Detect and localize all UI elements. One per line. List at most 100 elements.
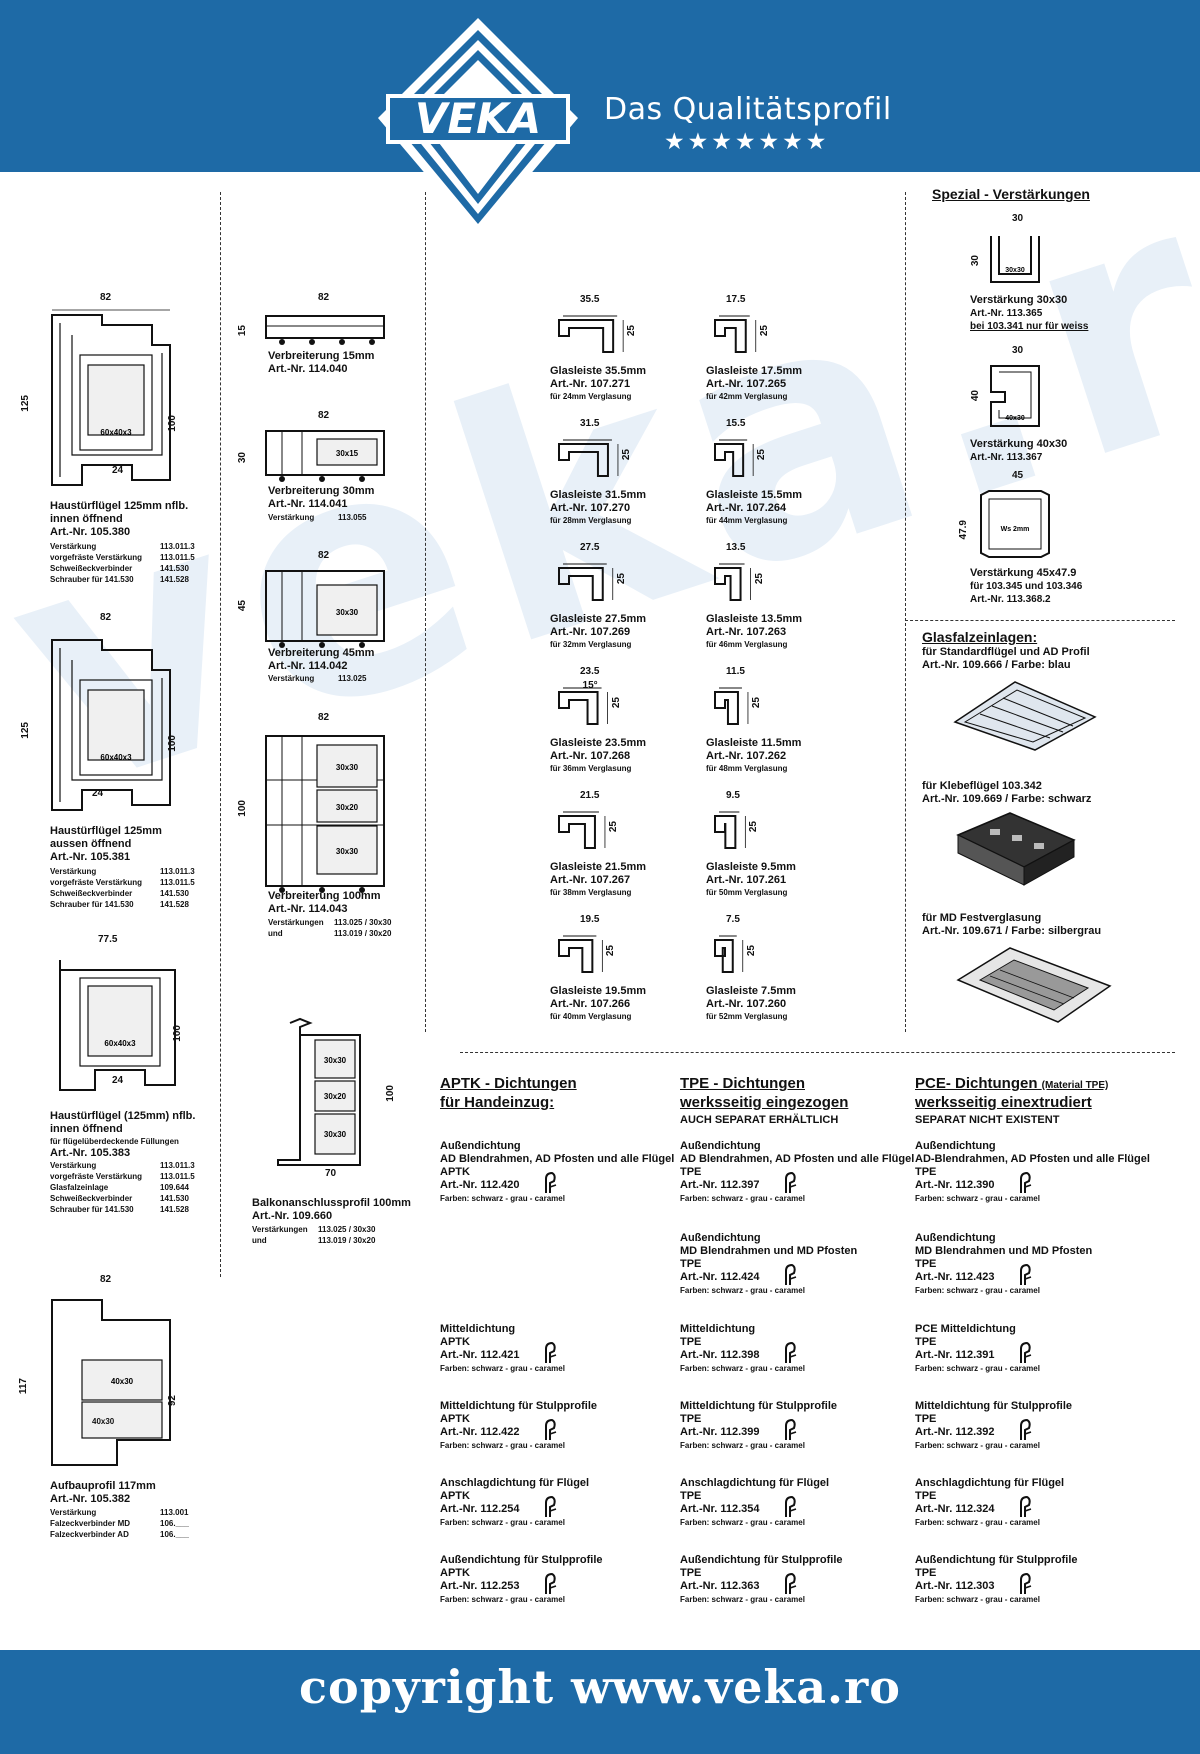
seal-profile-icon [785,1495,797,1517]
dim-width: 77.5 [98,934,118,945]
dim-height: 30 [970,255,981,267]
box-label: 60x40x3 [104,1039,136,1048]
box-label: 30x20 [324,1092,347,1101]
seal-profile-icon [545,1341,557,1363]
dim-24: 24 [112,465,124,476]
veka-logo-text: VEKA [415,94,541,143]
glasfalz-title: Glasfalzeinlagen: [922,629,1038,645]
seal-profile-icon [785,1572,797,1594]
profile-drawing [265,315,385,345]
dim-height: 30 [237,452,248,464]
box-label: 30x30 [324,1130,347,1139]
box-label: 30x30 [1005,267,1025,274]
seal-profile-icon [545,1495,557,1517]
dim-width: 15.5 [726,418,746,429]
box-label: 40x30 [111,1377,134,1386]
dim-width: 21.5 [580,790,600,801]
divider-col2 [425,192,426,1032]
header-band [0,0,1200,172]
divider-seals [460,1052,1175,1053]
dim-width: 17.5 [726,294,746,305]
dim-height: 25 [610,697,622,709]
glass-bead-drawing [714,935,744,973]
dim-width: 9.5 [726,790,740,801]
dim-width: 30 [1012,345,1024,356]
seal-column-subtitle: für Handeinzug: [440,1094,555,1111]
dim-width: 82 [318,292,330,303]
glass-bead-drawing [714,439,754,477]
seal-column-note: SEPARAT NICHT EXISTENT [915,1114,1060,1126]
quality-stars: ★★★★★★★ [664,128,830,154]
dim-height: 25 [756,449,768,461]
glazing-insert-black-image [956,812,1076,886]
profile-drawing: 60x40x3 [51,639,171,811]
divider-col1 [220,192,221,1277]
dim-width: 30 [1012,213,1024,224]
glass-bead-drawing [714,811,746,849]
seal-profile-icon [785,1171,797,1193]
dim-height: 25 [607,821,619,833]
box-label: 60x40x3 [100,753,132,762]
dim-height: 15 [237,325,248,337]
dim-height: 25 [615,573,627,585]
glass-bead-drawing [714,687,749,725]
glass-bead-drawing [714,563,751,601]
veka-logo: VEKA [378,18,578,236]
seal-column-title: TPE - Dichtungen [680,1075,805,1092]
glass-bead-drawing [558,935,603,973]
dim-width: 82 [318,712,330,723]
special-drawing: 30x30 [990,236,1040,283]
dim-24: 24 [92,788,104,799]
box-label: 30x30 [336,608,359,617]
box-label: 40x30 [1005,415,1025,422]
seal-profile-icon [785,1341,797,1363]
box-label: 30x30 [336,763,359,772]
seal-column-title: PCE- Dichtungen (Material TPE) [915,1075,1109,1092]
special-title: Spezial - Verstärkungen [932,186,1090,202]
box-label: 30x15 [336,449,359,458]
dim-24: 24 [112,1075,124,1086]
dim-height: 25 [605,945,617,957]
seal-profile-icon [545,1572,557,1594]
glass-bead-drawing [558,315,624,353]
dim-width: 27.5 [580,542,600,553]
seal-profile-icon [1020,1418,1032,1440]
dim-width: 82 [100,1274,112,1285]
tagline: Das Qualitätsprofil [604,92,892,127]
dim-width: 82 [100,292,112,303]
dim-height: 25 [620,449,632,461]
dim-width: 13.5 [726,542,746,553]
dim-height: 25 [753,573,765,585]
profile-drawing: 30x30 [265,570,385,648]
seal-profile-icon [785,1418,797,1440]
dim-width: 45 [1012,470,1024,481]
